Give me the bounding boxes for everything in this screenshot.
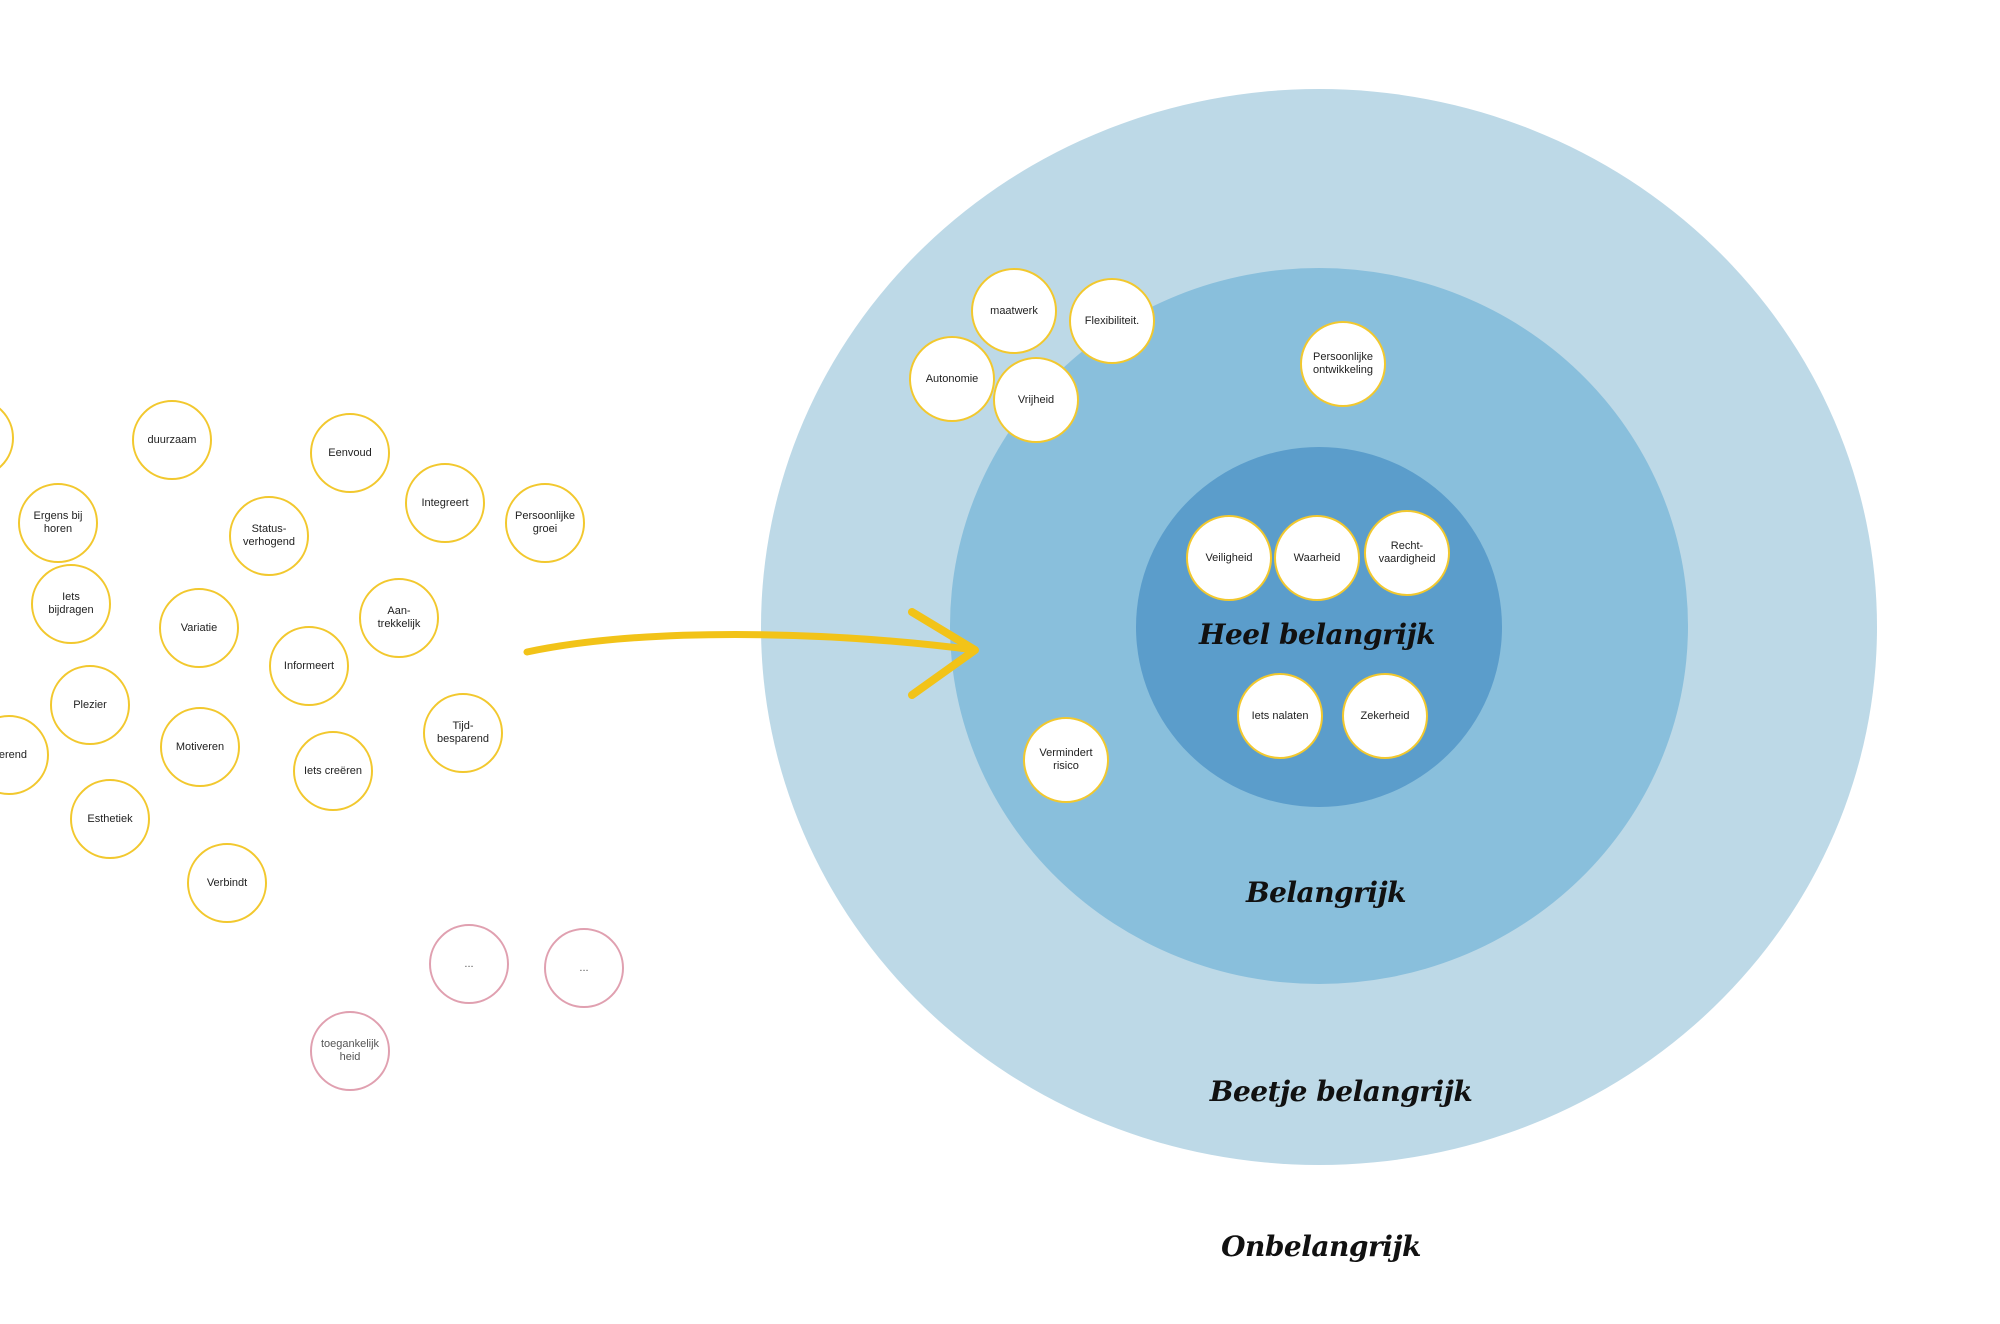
value-bubble-verbindt[interactable]: Verbindt (187, 843, 267, 923)
value-bubble-tijdbesparend[interactable]: Tijd-besparend (423, 693, 503, 773)
value-bubble-statusverhogend[interactable]: Status-verhogend (229, 496, 309, 576)
zone-label-onbelangrijk: Onbelangrijk (1221, 1230, 1421, 1263)
ring-heel-belangrijk (1136, 447, 1502, 807)
value-bubble-iverend[interactable]: iverend (0, 715, 49, 795)
value-label: Iets nalaten (1251, 709, 1309, 722)
value-label: Eenvoud (328, 446, 372, 459)
value-label: Autonomie (925, 372, 979, 385)
value-bubble-zekerheid[interactable]: Zekerheid (1342, 673, 1428, 759)
value-label: Verbindt (206, 876, 248, 889)
value-label: Iets creëren (303, 764, 363, 777)
value-bubble-flexibiliteit[interactable]: Flexibiliteit. (1069, 278, 1155, 364)
value-bubble-maatwerk[interactable]: maatwerk (971, 268, 1057, 354)
value-bubble-plezier[interactable]: Plezier (50, 665, 130, 745)
value-label: Waarheid (1293, 551, 1341, 564)
value-label: Tijd-besparend (437, 720, 489, 745)
value-label: Informeert (283, 659, 335, 672)
value-bubble-informeert[interactable]: Informeert (269, 626, 349, 706)
value-bubble-aantrekkelijk[interactable]: Aan-trekkelijk (359, 578, 439, 658)
value-label: Plezier (73, 698, 107, 711)
value-label: Aan-trekkelijk (377, 605, 421, 630)
value-label: Integreert (421, 496, 469, 509)
value-label: Flexibiliteit. (1084, 314, 1140, 327)
value-label: iverend (0, 748, 28, 761)
value-bubble-variatie[interactable]: Variatie (159, 588, 239, 668)
value-label: ... (579, 961, 589, 974)
value-bubble-iets-nalaten[interactable]: Iets nalaten (1237, 673, 1323, 759)
value-label: Variatie (180, 621, 218, 634)
value-label: Esthetiek (87, 812, 133, 825)
zone-label-heel-belangrijk: Heel belangrijk (1199, 618, 1436, 651)
value-label: Vrijheid (1017, 393, 1055, 406)
zone-label-beetje-belangrijk: Beetje belangrijk (1209, 1075, 1473, 1108)
value-label: Status-verhogend (243, 523, 295, 548)
zone-label-belangrijk: Belangrijk (1245, 876, 1407, 909)
value-label: Veiligheid (1205, 551, 1253, 564)
value-bubble-waarheid[interactable]: Waarheid (1274, 515, 1360, 601)
value-bubble-vrijheid[interactable]: Vrijheid (993, 357, 1079, 443)
value-label: duurzaam (147, 433, 197, 446)
value-bubble-duurzaam[interactable]: duurzaam (132, 400, 212, 480)
value-bubble-motiveren[interactable]: Motiveren (160, 707, 240, 787)
value-bubble-cut-off[interactable] (0, 398, 14, 478)
value-label: ... (464, 957, 474, 970)
value-bubble-placeholder-1[interactable]: ... (429, 924, 509, 1004)
value-bubble-integreert[interactable]: Integreert (405, 463, 485, 543)
value-bubble-placeholder-2[interactable]: ... (544, 928, 624, 1008)
value-bubble-iets-creeren[interactable]: Iets creëren (293, 731, 373, 811)
value-bubble-autonomie[interactable]: Autonomie (909, 336, 995, 422)
value-label: Motiveren (175, 740, 225, 753)
value-bubble-esthetiek[interactable]: Esthetiek (70, 779, 150, 859)
value-label: maatwerk (990, 304, 1038, 317)
value-bubble-rechtvaardigheid[interactable]: Recht-vaardigheid (1364, 510, 1450, 596)
value-bubble-eenvoud[interactable]: Eenvoud (310, 413, 390, 493)
value-label: Zekerheid (1360, 709, 1410, 722)
value-label: Recht-vaardigheid (1378, 540, 1436, 565)
value-bubble-veiligheid[interactable]: Veiligheid (1186, 515, 1272, 601)
